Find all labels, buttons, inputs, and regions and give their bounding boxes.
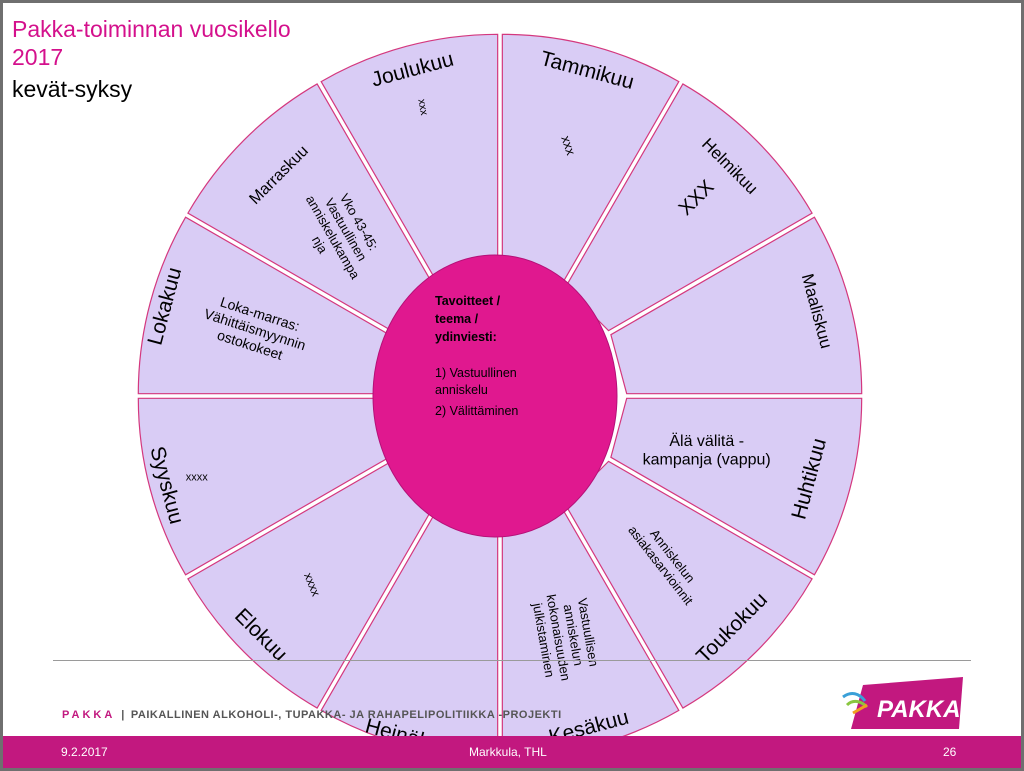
footer-tagline-text: PAIKALLINEN ALKOHOLI-, TUPAKKA- JA RAHAP… (130, 709, 562, 721)
page-number: 26 (943, 745, 957, 759)
month-content-joulukuu: xxx (415, 98, 430, 117)
footer-date: 9.2.2017 (61, 745, 108, 759)
sector-huhtikuu (610, 397, 863, 576)
month-content-tammikuu: xxx (558, 134, 578, 158)
sector-maaliskuu (610, 216, 863, 395)
sector-tammikuu (501, 33, 680, 286)
pakka-logo: PAKKA (842, 677, 963, 729)
sector-marraskuu (187, 83, 436, 332)
month-content-huhtikuu: Älä välitä -kampanja (vappu) (643, 432, 771, 469)
sector-syyskuu (137, 397, 390, 576)
logo-text: PAKKA (877, 696, 961, 723)
slide-title: Pakka-toiminnan vuosikello 2017 (12, 16, 291, 70)
sector-helmikuu (564, 83, 813, 332)
sector-elokuu (187, 460, 436, 709)
sector-joulukuu (320, 33, 499, 286)
bird-tail-icon (852, 703, 868, 715)
footer-tagline: PAKKA | PAIKALLINEN ALKOHOLI-, TUPAKKA- JA… (62, 709, 562, 721)
month-content-syyskuu: xxxx (186, 471, 209, 483)
slide: Pakka-toiminnan vuosikello 2017 kevät-sy… (3, 3, 1021, 768)
center-ellipse (372, 254, 618, 538)
bottom-bar (3, 736, 1021, 768)
month-content-lokakuu: Loka-marras:Vähittäismyynninostokokeet (197, 290, 313, 369)
center-heading: Tavoitteet /teema /ydinviesti: (435, 294, 501, 344)
footer-divider (53, 660, 971, 661)
logo-banner (851, 677, 963, 729)
footer-separator: | (121, 709, 125, 721)
sector-toukokuu (564, 460, 813, 709)
footer-brand: PAKKA (62, 709, 116, 721)
footer-author: Markkula, THL (469, 745, 547, 759)
sector-lokakuu (137, 216, 390, 395)
bird-icon (842, 692, 867, 702)
center-item-2: 2) Välittäminen (435, 404, 518, 418)
slide-subtitle: kevät-syksy (12, 76, 133, 102)
center-goals: Tavoitteet /teema /ydinviesti: 1) Vastuu… (372, 254, 618, 538)
